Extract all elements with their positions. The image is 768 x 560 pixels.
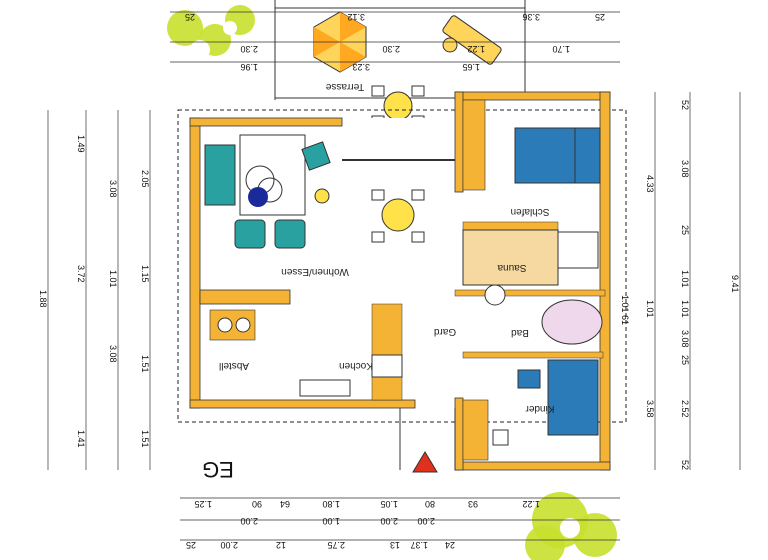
living-furniture [204,134,331,249]
dim-label: 2.00 [220,540,238,550]
dim-label: 52 [680,460,690,470]
dim-label: 3.23 [352,62,370,72]
dim-left-col3: 3.08 1.01 3.08 [108,180,118,363]
dim-label: 1.22 [467,44,485,54]
dimension-lines [47,11,741,541]
dim-label: 12 [276,540,286,550]
dim-label: 3.08 [680,330,690,348]
dim-label: 3.12 [347,12,365,22]
dim-label: 3.72 [76,265,86,283]
dim-bottom-row3: 25 2.00 12 2.75 13 1.37 24 [186,540,455,550]
dim-label: 2.30 [240,44,258,54]
dim-right-col3: 3.08 1.01 1.01 3.08 25 [680,160,690,348]
floor-label: EG [202,457,234,482]
label-bath: Bad [511,327,529,338]
dim-right-col1: 9.41 [730,275,740,293]
dim-label: 25 [680,355,690,365]
dim-right-col2: 4.33 1.01 3.58 [645,175,655,418]
dim-label: 1.01 [680,270,690,288]
dim-label: 1.80 [322,499,340,509]
dim-label: 25 [595,12,605,22]
sauna [462,229,599,286]
label-kids: Kinder [525,403,555,414]
dim-label: 1.51 [140,430,150,448]
dim-label: 93 [468,499,478,509]
dim-label: 1.65 [462,62,480,72]
dim-label: 1.00 [322,516,340,526]
bedroom-bed [462,99,601,191]
dim-label: 3.08 [108,345,118,363]
dim-label: 1.25 [194,499,212,509]
dim-bottom-row2: 2.00 1.00 2.00 2.00 [240,516,435,526]
dim-label: 2.05 [140,170,150,188]
dim-label: 1.15 [140,265,150,283]
dim-label: 1.01 [645,300,655,318]
dim-top-row3: 1.96 3.23 1.65 [240,62,480,72]
kitchen-counter [209,309,403,397]
kids-furniture [462,359,599,461]
bush-top-left [167,5,255,60]
dim-label: 1.01 [620,295,630,313]
dim-label: 80 [425,499,435,509]
entrance-marker [399,408,456,473]
dim-label: 1.49 [76,135,86,153]
dim-label: 2.00 [240,516,258,526]
dim-left-col4: 2.05 1.15 1.51 1.51 [140,170,150,448]
parasol [313,11,367,73]
dim-right-extra: 1.01 61 [620,295,630,325]
dim-label: 13 [390,540,400,550]
dim-left-col2: 1.41 3.72 1.49 [76,135,86,448]
dim-label: 2.75 [327,540,345,550]
dim-label: 1.51 [140,355,150,373]
dim-label: 3.36 [522,12,540,22]
terrace-label: Terrasse [325,81,364,92]
dim-top-row2: 2.30 2.30 1.22 1.70 [240,44,570,54]
dim-label: 1.88 [38,290,48,308]
plot-boundary [177,109,627,423]
sun-lounger [442,15,502,65]
dim-label: 25 [186,540,196,550]
dim-label: 1.01 [108,270,118,288]
dim-top-row1: 25 3.12 3.36 25 [185,12,605,22]
dim-label: 1.96 [240,62,258,72]
dim-left-col1: 1.88 [38,290,48,308]
terrace: Terrasse [274,0,526,127]
label-sauna: Sauna [497,262,526,273]
dim-label: 2.00 [380,516,398,526]
dim-label: 2.30 [382,44,400,54]
dim-label: 1.41 [76,430,86,448]
dim-label: 90 [252,499,262,509]
dim-label: 1.70 [552,44,570,54]
dim-label: 52 [680,100,690,110]
dim-label: 1.01 [680,300,690,318]
label-bedroom: Schlafen [511,206,550,217]
dim-label: 64 [280,499,290,509]
dining-table [371,189,425,243]
dim-label: 25 [680,225,690,235]
label-storage: Abstell [219,360,249,371]
dim-label: 61 [620,315,630,325]
dim-label: 1.05 [380,499,398,509]
label-wardrobe: Gard [434,326,456,337]
dim-label: 25 [185,12,195,22]
dim-label: 1.37 [410,540,428,550]
dim-bottom-row1: 1.25 90 64 1.80 1.05 80 93 1.22 [194,499,540,509]
dim-label: 3.08 [108,180,118,198]
dim-label: 9.41 [730,275,740,293]
dim-label: 3.58 [645,400,655,418]
dim-label: 24 [445,540,455,550]
label-living: Wohnen/Essen [281,266,349,277]
dim-label: 4.33 [645,175,655,193]
dim-label: 3.08 [680,160,690,178]
dim-label: 2.52 [680,400,690,418]
label-kitchen: Kochen [339,360,373,371]
dim-label: 2.00 [417,516,435,526]
dim-label: 1.22 [522,499,540,509]
dim-right-col4: 52 25 2.52 52 [680,100,690,470]
bathtub [484,284,603,345]
